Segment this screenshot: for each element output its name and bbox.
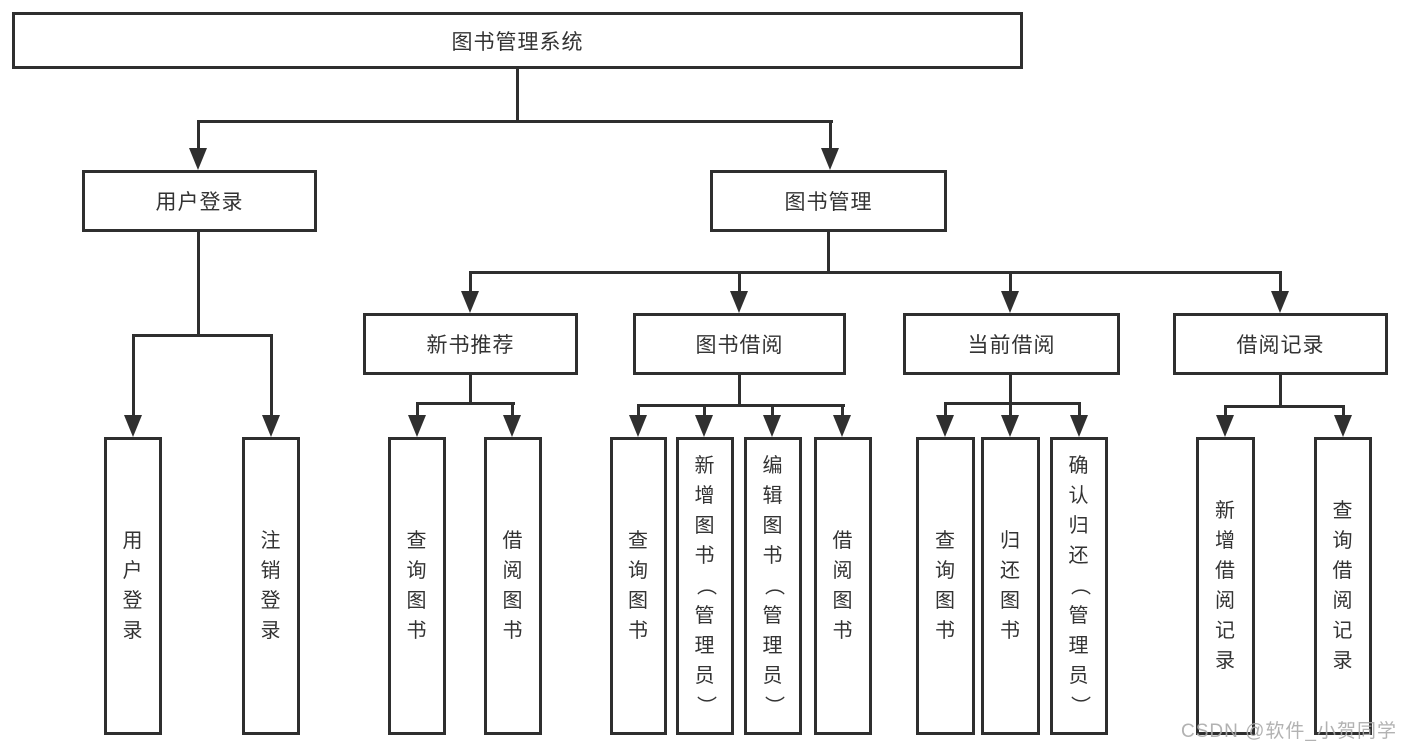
arrowhead-down-icon — [1334, 415, 1352, 437]
connector-level2-drop — [738, 271, 741, 293]
arrowhead-down-icon — [629, 415, 647, 437]
leaf-add-borrow-record: 新增借阅记录 — [1196, 437, 1255, 735]
connector-book-mgmt-drop — [829, 120, 832, 152]
node-new-book-recommend: 新书推荐 — [363, 313, 578, 375]
connector-user-login-drop — [197, 120, 200, 152]
leaf-query-books: 查询图书 — [388, 437, 446, 735]
leaf-query-borrow-record: 查询借阅记录 — [1314, 437, 1372, 735]
leaf-confirm-return-admin: 确认归还（管理员） — [1050, 437, 1108, 735]
connector-borrow-rail — [637, 404, 845, 407]
node-book-borrow: 图书借阅 — [633, 313, 846, 375]
arrowhead-down-icon — [833, 415, 851, 437]
arrowhead-down-icon — [1216, 415, 1234, 437]
connector-user-stem — [197, 232, 200, 336]
connector-leaf-drop — [1224, 405, 1227, 417]
connector-record-stem — [1279, 375, 1282, 408]
connector-level2-drop — [469, 271, 472, 293]
arrowhead-down-icon — [763, 415, 781, 437]
connector-leaf-drop — [841, 404, 844, 417]
connector-leaf-drop — [771, 404, 774, 417]
connector-leaf-drop — [270, 334, 273, 417]
connector-leaf-drop — [1078, 402, 1081, 417]
node-book-management: 图书管理 — [710, 170, 947, 232]
arrowhead-down-icon — [1070, 415, 1088, 437]
arrowhead-down-icon — [1001, 291, 1019, 313]
connector-current-stem — [1009, 375, 1012, 405]
leaf-return-book: 归还图书 — [981, 437, 1040, 735]
node-borrow-record: 借阅记录 — [1173, 313, 1388, 375]
connector-newbook-rail — [416, 402, 515, 405]
connector-newbook-stem — [469, 375, 472, 405]
connector-leaf-drop — [416, 402, 419, 417]
arrowhead-down-icon — [821, 148, 839, 170]
leaf-query-books: 查询图书 — [916, 437, 975, 735]
connector-current-rail — [944, 402, 1081, 405]
leaf-borrow-books: 借阅图书 — [814, 437, 872, 735]
connector-leaf-drop — [637, 404, 640, 417]
arrowhead-down-icon — [124, 415, 142, 437]
connector-leaf-drop — [1342, 405, 1345, 417]
csdn-watermark: CSDN @软件_小贺同学 — [1181, 721, 1397, 742]
arrowhead-down-icon — [262, 415, 280, 437]
connector-root-stem — [516, 69, 519, 123]
connector-root-rail — [197, 120, 833, 123]
leaf-edit-book-admin: 编辑图书（管理员） — [744, 437, 802, 735]
connector-record-rail — [1224, 405, 1345, 408]
connector-leaf-drop — [944, 402, 947, 417]
connector-level2-drop — [1009, 271, 1012, 293]
arrowhead-down-icon — [461, 291, 479, 313]
connector-leaf-drop — [1009, 402, 1012, 417]
connector-leaf-drop — [511, 402, 514, 417]
arrowhead-down-icon — [936, 415, 954, 437]
connector-level2-drop — [1279, 271, 1282, 293]
arrowhead-down-icon — [1001, 415, 1019, 437]
connector-mgmt-stem — [827, 232, 830, 274]
arrowhead-down-icon — [1271, 291, 1289, 313]
arrowhead-down-icon — [695, 415, 713, 437]
arrowhead-down-icon — [408, 415, 426, 437]
arrowhead-down-icon — [189, 148, 207, 170]
connector-mgmt-rail — [469, 271, 1282, 274]
leaf-user-login: 用户登录 — [104, 437, 162, 735]
connector-borrow-stem — [738, 375, 741, 407]
connector-user-rail — [132, 334, 273, 337]
leaf-query-books: 查询图书 — [610, 437, 667, 735]
connector-leaf-drop — [703, 404, 706, 417]
node-library-system: 图书管理系统 — [12, 12, 1023, 69]
connector-leaf-drop — [132, 334, 135, 417]
arrowhead-down-icon — [503, 415, 521, 437]
leaf-borrow-books: 借阅图书 — [484, 437, 542, 735]
leaf-add-book-admin: 新增图书（管理员） — [676, 437, 734, 735]
leaf-logout: 注销登录 — [242, 437, 300, 735]
node-user-login: 用户登录 — [82, 170, 317, 232]
node-current-borrow: 当前借阅 — [903, 313, 1120, 375]
arrowhead-down-icon — [730, 291, 748, 313]
